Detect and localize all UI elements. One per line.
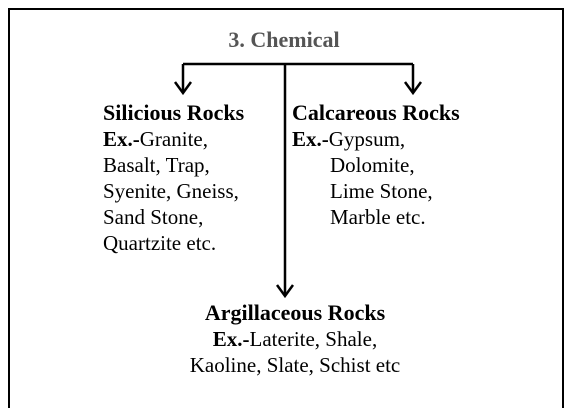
silicious-ex-label: Ex.- (103, 127, 140, 151)
argillaceous-rocks-heading: Argillaceous Rocks (204, 300, 386, 325)
argillaceous-example-item: Kaoline, Slate, Schist etc (189, 353, 401, 377)
calcareous-example-item: Dolomite, (330, 153, 415, 177)
silicious-rocks-box: Silicious Rocks Ex.-Granite, Basalt, Tra… (103, 100, 244, 256)
calcareous-example-item: Marble etc. (330, 205, 426, 229)
center-arrowhead-icon (275, 284, 295, 299)
argillaceous-example-item: Laterite, Shale, (249, 327, 378, 351)
silicious-example-item: Granite, (139, 127, 208, 151)
silicious-example-item: Syenite, Gneiss, (103, 179, 239, 203)
argillaceous-ex-label: Ex.- (212, 327, 250, 351)
silicious-example-item: Sand Stone, (103, 205, 204, 229)
silicious-example-line: Ex.-Granite, (103, 126, 244, 152)
calcareous-example-item: Lime Stone, (330, 179, 433, 203)
silicious-example-item: Basalt, Trap, (103, 153, 210, 177)
calcareous-rocks-heading: Calcareous Rocks (292, 100, 460, 125)
argillaceous-example-line: Ex.-Laterite, Shale, (160, 326, 430, 352)
silicious-rocks-heading: Silicious Rocks (103, 100, 245, 125)
left-arrowhead-icon (173, 81, 193, 96)
diagram-frame (8, 8, 564, 408)
calcareous-rocks-box: Calcareous Rocks Ex.-Gypsum, Dolomite, L… (292, 100, 460, 230)
argillaceous-rocks-box: Argillaceous Rocks Ex.-Laterite, Shale, … (160, 300, 430, 378)
right-arrowhead-icon (403, 81, 423, 96)
calcareous-example-item: Gypsum, (328, 127, 406, 151)
calcareous-ex-label: Ex.- (292, 127, 329, 151)
diagram-title: 3. Chemical (228, 27, 340, 52)
silicious-example-item: Quartzite etc. (103, 231, 217, 255)
calcareous-example-line: Ex.-Gypsum, (292, 126, 460, 152)
